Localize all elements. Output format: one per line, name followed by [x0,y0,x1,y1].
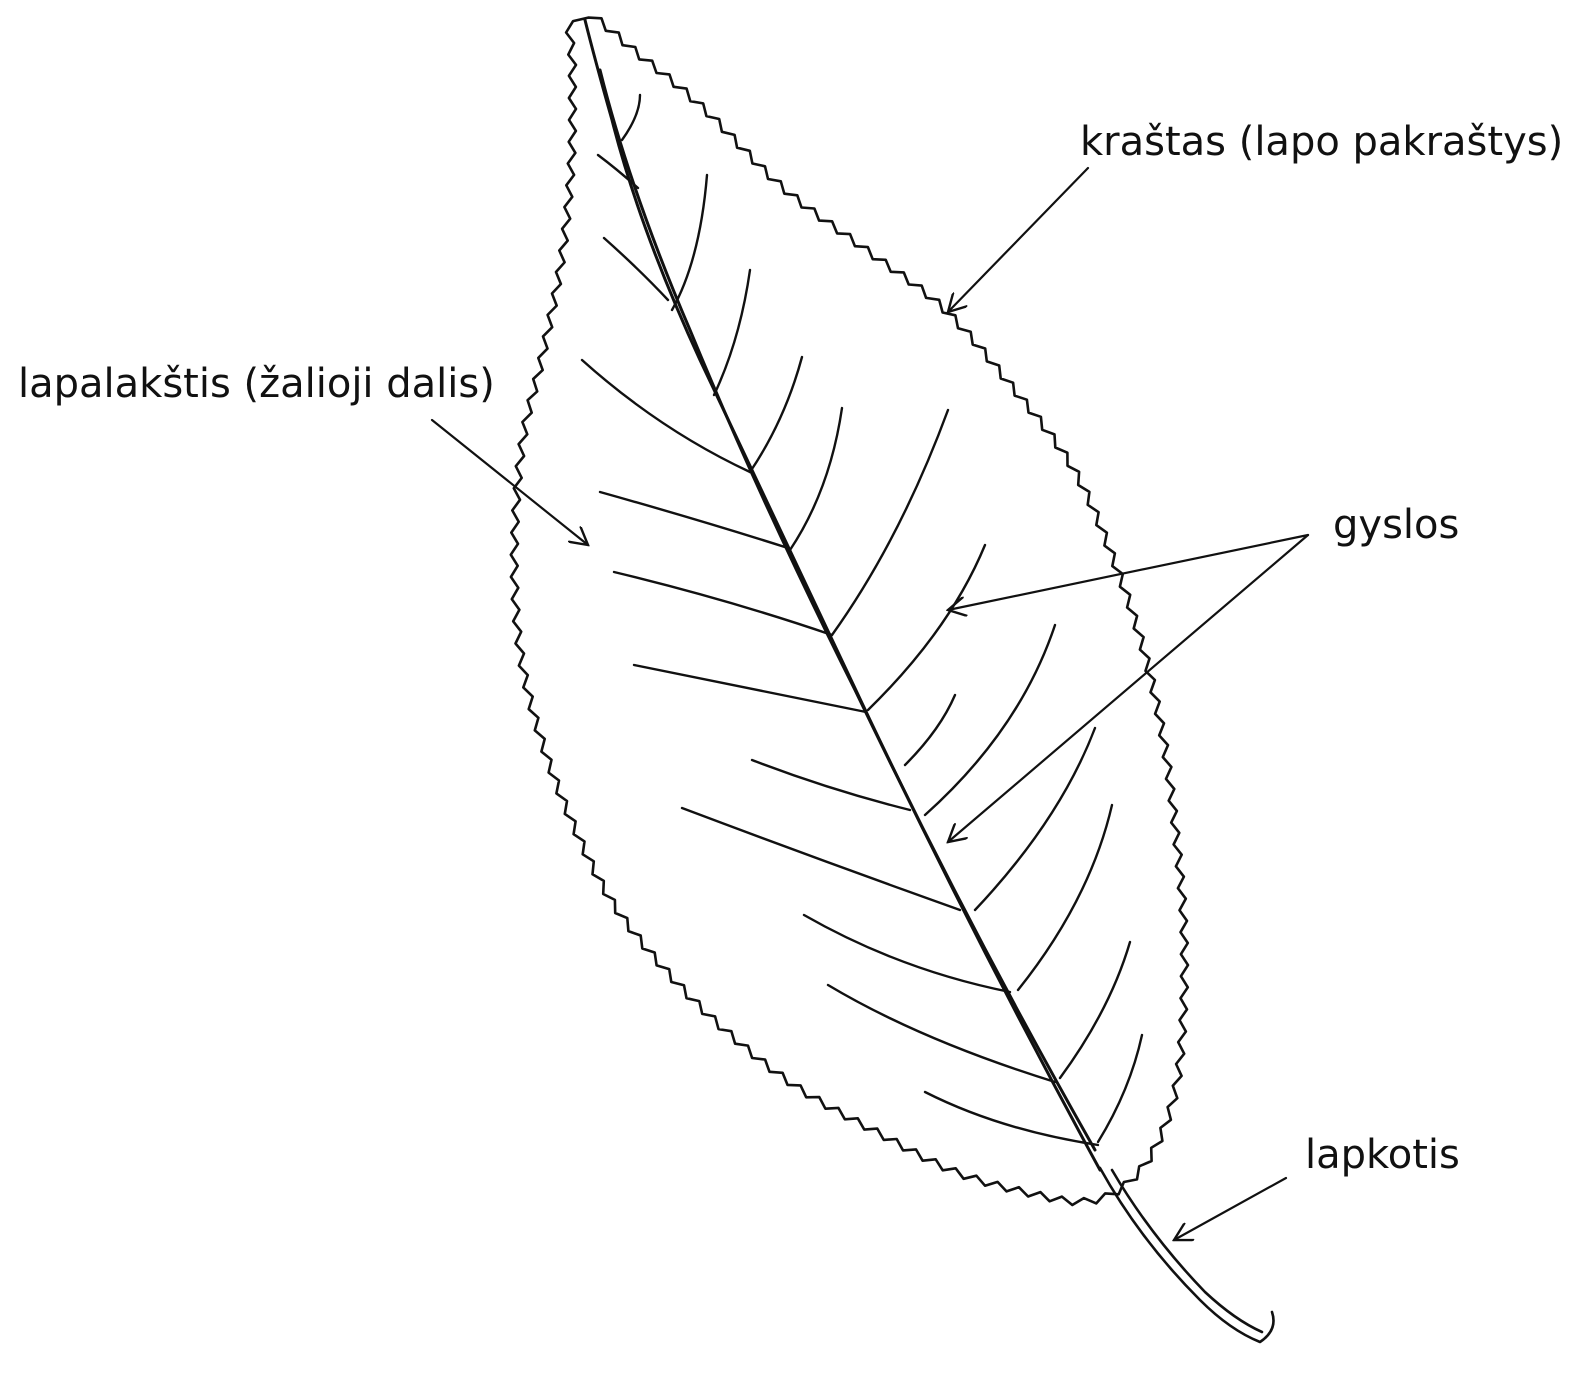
arrow-veins-lower [948,535,1308,842]
label-petiole: lapkotis [1305,1132,1460,1178]
label-margin: kraštas (lapo pakraštys) [1080,119,1563,165]
arrow-petiole [1174,1178,1286,1240]
label-blade: lapalakštis (žalioji dalis) [18,361,495,407]
right-veins [622,95,1142,1142]
left-veins [582,155,1098,1145]
label-veins: gyslos [1333,502,1459,548]
petiole [1100,1168,1274,1342]
arrow-margin [948,168,1088,312]
arrow-blade [432,420,588,545]
